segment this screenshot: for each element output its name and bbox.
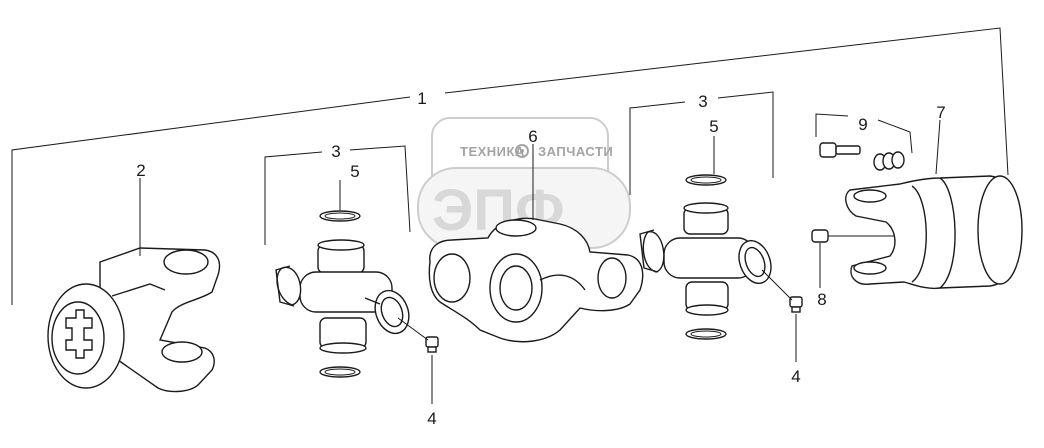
leader-lines bbox=[139, 119, 941, 404]
assembly-bracket-3-left bbox=[264, 145, 411, 245]
watermark-text-left: ТЕХНИКА bbox=[460, 144, 525, 159]
cross-bearing-right-part bbox=[639, 202, 772, 316]
bolt-part bbox=[819, 142, 861, 158]
callout-4-left: 4 bbox=[427, 409, 436, 428]
spring-washer-part bbox=[873, 151, 905, 171]
assembly-bracket-3-right bbox=[629, 91, 774, 195]
callout-1: 1 bbox=[417, 89, 426, 108]
grease-nipple-right bbox=[761, 269, 803, 313]
circlip-top-right bbox=[685, 174, 727, 186]
callout-3-left: 3 bbox=[331, 142, 340, 161]
callout-4-right: 4 bbox=[791, 367, 800, 386]
grease-nipple-left bbox=[397, 317, 439, 353]
cross-bearing-left-part bbox=[275, 239, 410, 354]
bell-yoke-part bbox=[845, 175, 1023, 290]
assembly-bracket-9 bbox=[815, 113, 913, 154]
circlip-bottom-right bbox=[685, 328, 727, 340]
center-coupling-part bbox=[428, 217, 644, 343]
callout-8: 8 bbox=[817, 290, 826, 309]
callout-3-right: 3 bbox=[698, 92, 707, 111]
circlip-top-left bbox=[319, 210, 361, 222]
small-screw-part bbox=[811, 229, 905, 243]
callout-5-right: 5 bbox=[709, 117, 718, 136]
assembly-bracket-1 bbox=[11, 27, 1009, 305]
watermark-text-right: ЗАПЧАСТИ bbox=[538, 144, 613, 159]
circlip-bottom-left bbox=[319, 366, 361, 378]
callout-5-left: 5 bbox=[350, 162, 359, 181]
callout-7: 7 bbox=[936, 103, 945, 122]
callout-9: 9 bbox=[858, 115, 867, 134]
callout-6: 6 bbox=[528, 127, 537, 146]
watermark-gear-icon bbox=[515, 144, 529, 158]
callout-2: 2 bbox=[136, 161, 145, 180]
flange-yoke-part bbox=[47, 247, 221, 393]
